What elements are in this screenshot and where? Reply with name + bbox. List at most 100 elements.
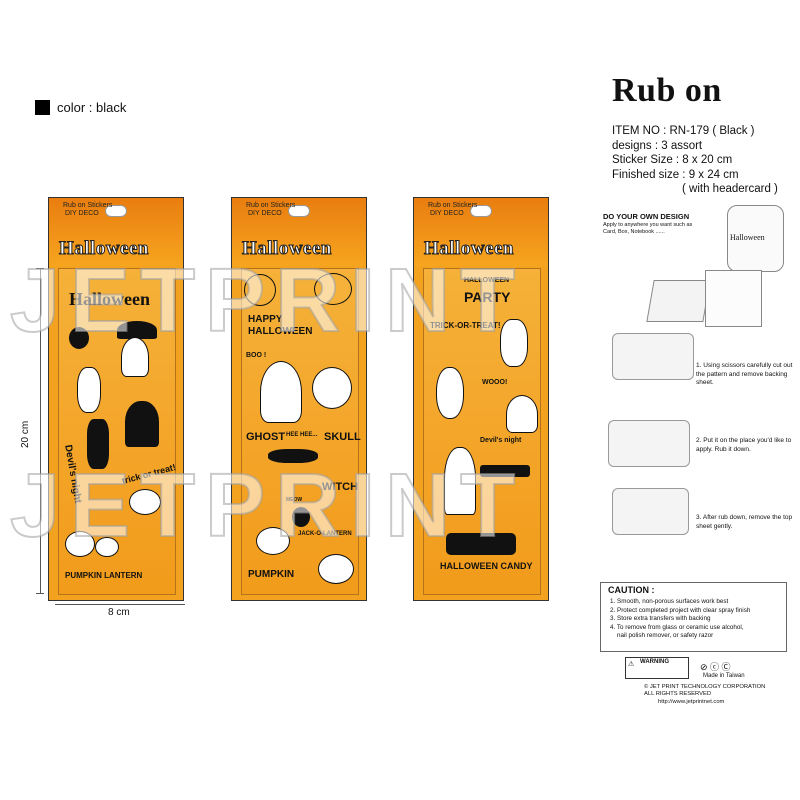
card-title: Halloween [424, 238, 515, 260]
flying-witch-sticker [268, 449, 318, 463]
zombie-sticker [500, 319, 528, 367]
designs-count: designs : 3 assort [612, 139, 703, 152]
witch-girl-sticker [121, 337, 149, 377]
ghost-sticker [506, 395, 538, 433]
step-2-illustration [608, 420, 690, 467]
sticker-sheet: Halloween Devil's night trick or treat! … [58, 268, 177, 595]
sticker-boo: BOO ! [246, 352, 267, 359]
step-2-text: 2. Put it on the place you'd like to app… [696, 437, 792, 453]
height-tick-top [36, 268, 44, 269]
sticker-sheet: HAPPY HALLOWEEN BOO ! GHOST HEE HEE... S… [241, 268, 361, 595]
sticker-pumpkin-lantern: PUMPKIN LANTERN [65, 571, 143, 580]
sticker-jack-o-lantern: JACK-O-LANTERN [298, 531, 352, 537]
card-brand: Rub on Stickers [428, 202, 478, 209]
certification-icons: ⊘ ⓒ Ⓒ [700, 662, 731, 672]
caution-title: CAUTION : [608, 585, 655, 595]
sticker-card-3: Rub on Stickers DIY DECO Halloween HALLO… [413, 197, 549, 601]
pumpkin-sticker [318, 554, 354, 584]
sticker-hee-hee: HEE HEE... [286, 432, 318, 438]
caution-item: 3. Store extra transfers with backing [610, 615, 711, 623]
sticker-skull: SKULL [324, 431, 361, 443]
sticker-wooo: WOOO! [482, 379, 508, 386]
hang-hole [288, 205, 310, 217]
sticker-devils-night: Devil's night [480, 437, 522, 444]
notebook-illustration [705, 270, 762, 327]
cat-silhouette-sticker [292, 507, 310, 527]
sticker-halloween-text: HALLOWEEN [248, 326, 313, 337]
sticker-ghost: GHOST [246, 431, 286, 443]
hang-hole [470, 205, 492, 217]
caution-item: 1. Smooth, non-porous surfaces work best [610, 598, 729, 605]
caution-item: 2. Protect completed project with clear … [610, 606, 751, 614]
headercard-note: ( with headercard ) [682, 183, 778, 195]
card-brand-sub: DIY DECO [65, 210, 99, 217]
height-tick-bottom [36, 593, 44, 594]
ghost-sticker [260, 361, 302, 423]
item-number: ITEM NO : RN-179 ( Black ) [612, 125, 755, 137]
finished-size: Finished size : 9 x 24 cm [612, 168, 739, 181]
step-1-illustration [612, 333, 694, 380]
pumpkin-sticker [65, 531, 95, 557]
cat-sticker [69, 327, 89, 349]
sticker-happy: HAPPY [248, 314, 283, 325]
card-brand-sub: DIY DECO [430, 210, 464, 217]
step-3-illustration [612, 488, 689, 535]
caution-list: 1. Smooth, non-porous surfaces work best… [610, 598, 750, 641]
card-brand: Rub on Stickers [63, 202, 113, 209]
width-dimension-label: 8 cm [108, 607, 130, 618]
jack-o-lantern-sticker [314, 273, 352, 305]
card-title: Halloween [242, 238, 333, 260]
jar-label: Halloween [730, 233, 765, 242]
watermark-bottom: JETPRINT [9, 455, 526, 557]
caution-item: nail polish remover, or safety razor [610, 632, 714, 640]
warning-triangle-icon: ⚠ [628, 661, 635, 668]
height-dimension-line [40, 268, 41, 593]
copyright-line: © JET PRINT TECHNOLOGY CORPORATION [644, 684, 766, 690]
color-label: color : black [57, 100, 127, 115]
sticker-pumpkin: PUMPKIN [248, 569, 295, 580]
sticker-witch: WITCH [322, 481, 359, 493]
pumpkin-head-sticker [129, 489, 161, 515]
mummy-sticker [77, 367, 101, 413]
spiderweb-sticker [244, 274, 276, 306]
pumpkin-lantern-sticker [256, 527, 290, 555]
watermark-top: JETPRINT [9, 250, 526, 352]
warning-label-box [625, 657, 689, 679]
sticker-halloween: Halloween [69, 289, 150, 309]
vampire-sticker [87, 419, 109, 469]
doll-girl-sticker [436, 367, 464, 419]
sticker-party: PARTY [464, 289, 511, 305]
hang-hole [105, 205, 127, 217]
width-dimension-line [55, 604, 185, 605]
card-brand-sub: DIY DECO [248, 210, 282, 217]
rights-line: ALL RIGHTS RESERVED [644, 691, 712, 697]
sticker-trick-or-treat: TRICK-OR-TREAT! [430, 321, 501, 330]
sticker-meow: MEOW [286, 497, 303, 503]
reaper-sticker [125, 401, 159, 447]
witch-hat-sticker [117, 321, 157, 339]
graveyard-sticker [480, 465, 530, 477]
sticker-halloween-small: HALLOWEEN [464, 277, 510, 284]
copyright: © JET PRINT TECHNOLOGY CORPORATION ALL R… [644, 684, 765, 698]
card-brand: Rub on Stickers [246, 202, 296, 209]
skull-sticker [312, 367, 352, 409]
color-swatch [35, 100, 50, 115]
gift-box-illustration [646, 280, 711, 322]
step-3-text: 3. After rub down, remove the top sheet … [696, 514, 793, 530]
sticker-halloween-candy: HALLOWEEN CANDY [440, 561, 533, 571]
height-dimension-label: 20 cm [20, 420, 31, 448]
caution-box [600, 582, 787, 652]
card-title: Halloween [59, 238, 150, 260]
long-hair-ghost-sticker [444, 447, 476, 515]
sticker-sheet: HALLOWEEN PARTY TRICK-OR-TREAT! WOOO! De… [423, 268, 541, 595]
website-url: http://www.jetprintnet.com [658, 699, 725, 705]
sticker-size: Sticker Size : 8 x 20 cm [612, 154, 733, 166]
instructions-heading: DO YOUR OWN DESIGN [603, 212, 690, 221]
product-specs: ITEM NO : RN-179 ( Black ) designs : 3 a… [612, 124, 778, 197]
pumpkin-sticker-small [95, 537, 119, 557]
candy-bag-sticker [446, 533, 516, 555]
warning-label: WARNING [640, 659, 669, 665]
sticker-card-1: Rub on Stickers DIY DECO Halloween Hallo… [48, 197, 184, 601]
caution-item: 4. To remove from glass or ceramic use a… [610, 623, 744, 631]
made-in-label: Made in Taiwan [703, 673, 745, 679]
